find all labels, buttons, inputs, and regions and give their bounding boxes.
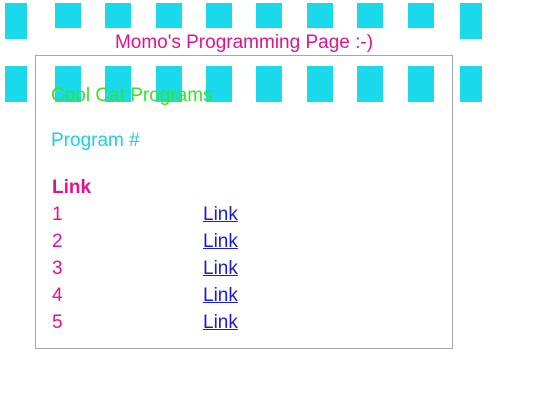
background-square [55, 3, 81, 28]
content-box [35, 55, 453, 349]
background-square [105, 66, 131, 102]
program-number: 3 [52, 258, 63, 279]
background-square [105, 3, 131, 28]
background-square [460, 66, 482, 102]
background-square [256, 66, 282, 102]
program-link[interactable]: Link [203, 312, 238, 333]
program-number: 4 [52, 285, 63, 306]
column-heading-link: Link [52, 177, 92, 198]
table-row: 5 Link [52, 312, 238, 339]
program-number: 2 [52, 231, 63, 252]
background-square [357, 66, 383, 102]
program-link[interactable]: Link [203, 258, 238, 279]
programs-table: Link 1 Link 2 Link 3 Link 4 Link 5 Link [52, 177, 238, 339]
section-heading: Cool Cat Programs [51, 85, 213, 106]
background-square [5, 66, 27, 102]
background-square [307, 66, 333, 102]
table-row: 2 Link [52, 231, 238, 258]
background-square [206, 66, 232, 102]
background-square [55, 66, 81, 102]
background-square [460, 3, 482, 39]
column-heading-program-number: Program # [51, 130, 140, 151]
background-square [5, 3, 27, 39]
program-link[interactable]: Link [203, 231, 238, 252]
background-square [357, 3, 383, 28]
background-square [256, 3, 282, 28]
table-row: 3 Link [52, 258, 238, 285]
table-row: 4 Link [52, 285, 238, 312]
background-square [307, 3, 333, 28]
background-square [206, 3, 232, 28]
background-square [156, 3, 182, 28]
program-number: 1 [52, 204, 63, 225]
program-link[interactable]: Link [203, 285, 238, 306]
program-number: 5 [52, 312, 63, 333]
background-square [156, 66, 182, 102]
background-square [408, 66, 434, 102]
page-title: Momo's Programming Page :-) [114, 32, 374, 53]
table-row: 1 Link [52, 204, 238, 231]
background-square [408, 3, 434, 28]
program-link[interactable]: Link [203, 204, 238, 225]
